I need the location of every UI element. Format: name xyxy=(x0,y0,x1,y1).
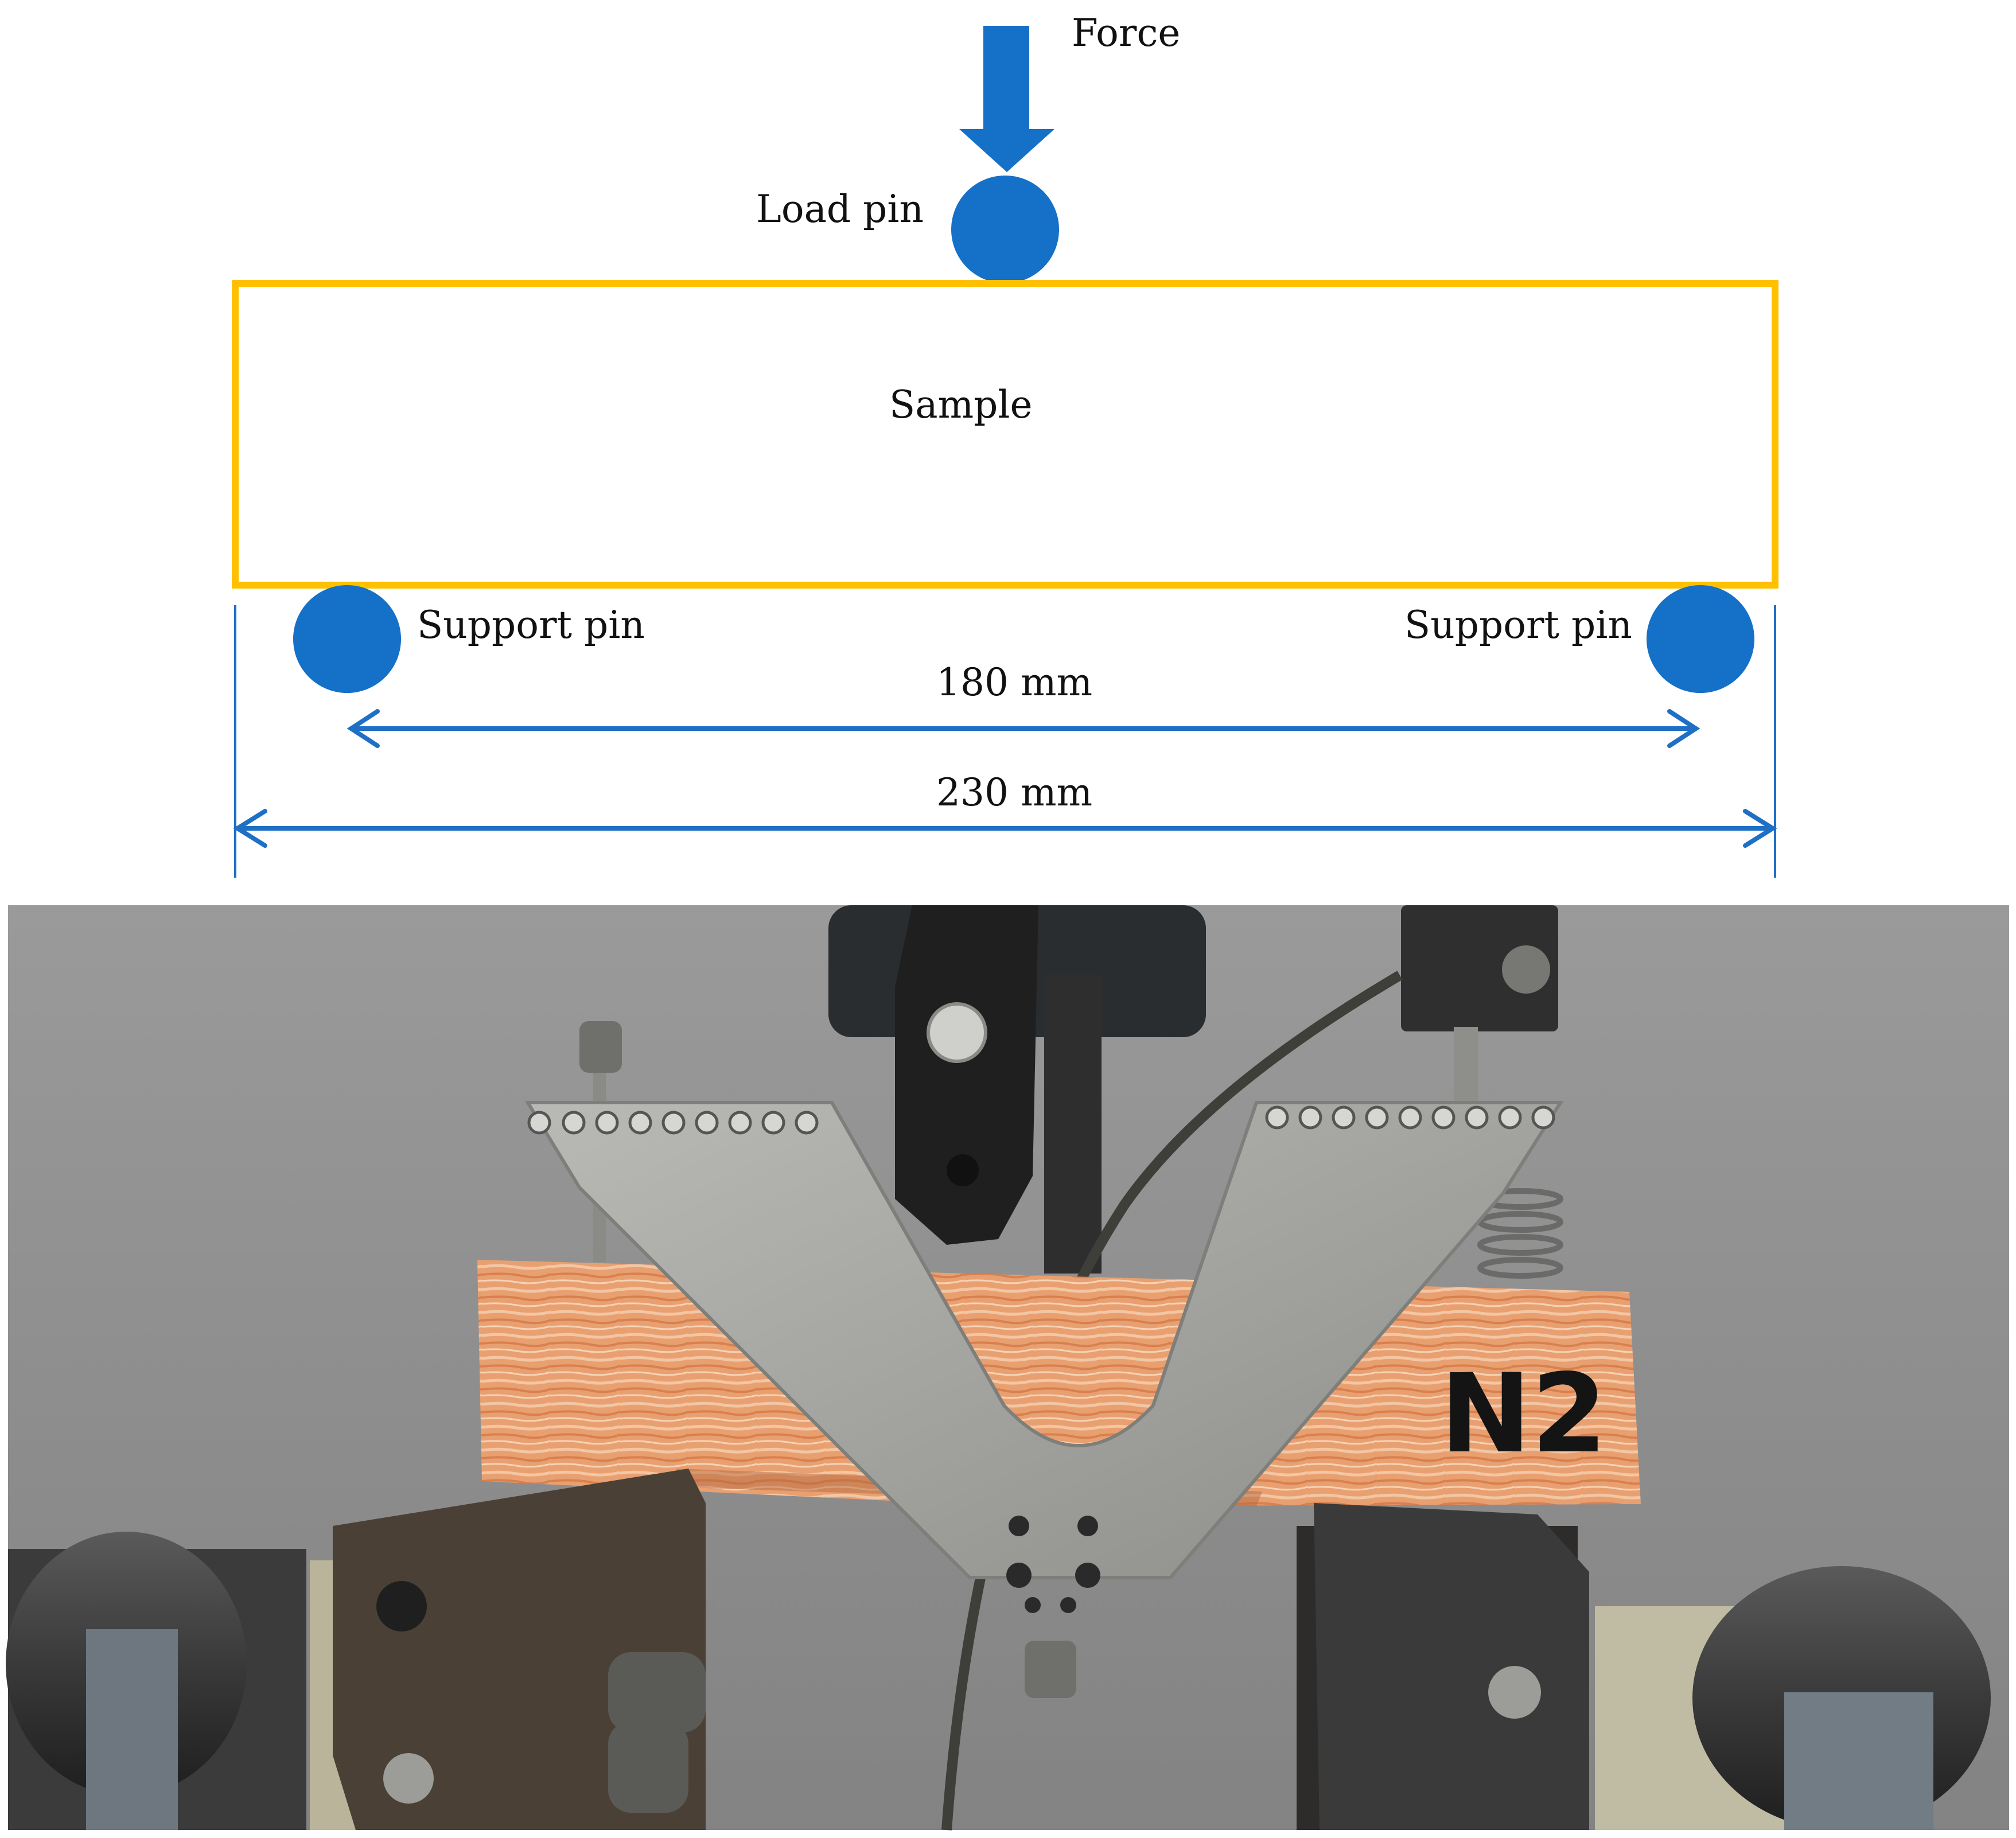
sensor-knob-icon xyxy=(1502,945,1550,994)
span-outer-dimension-icon xyxy=(233,809,1777,848)
sample-label: Sample xyxy=(889,383,1033,427)
test-setup-photo: N2 xyxy=(6,905,2009,1831)
bolt-icon xyxy=(927,1002,987,1063)
force-label: Force xyxy=(1072,11,1181,55)
adjustment-screw-left xyxy=(579,1021,622,1073)
support-pin-right-icon xyxy=(1647,585,1754,693)
v-plate-holes-left xyxy=(527,1111,819,1135)
support-pin-right-label: Support pin xyxy=(1404,603,1632,647)
force-arrow-icon xyxy=(959,26,1054,172)
v-plate-holes-bottom xyxy=(1006,1516,1100,1613)
support-pin-left-label: Support pin xyxy=(417,603,645,647)
span-inner-dimension-icon xyxy=(347,709,1700,748)
specimen-marking: N2 xyxy=(1440,1350,1607,1477)
load-nose-block xyxy=(895,905,1038,1245)
bottom-screw xyxy=(1025,1641,1076,1698)
span-inner-label: 180 mm xyxy=(936,660,1092,704)
span-outer-label: 230 mm xyxy=(936,770,1092,815)
right-support-assembly xyxy=(1297,1503,1991,1830)
sample-outline xyxy=(232,280,1778,589)
sensor-cable xyxy=(941,971,1403,1831)
schematic-diagram: Force Load pin Sample Support pin Suppor… xyxy=(232,11,1778,878)
v-plate-holes-right xyxy=(1265,1105,1555,1130)
support-pin-left-icon xyxy=(293,585,401,693)
load-pin-label: Load pin xyxy=(756,187,924,231)
load-nose-column xyxy=(1044,975,1102,1274)
left-support-assembly xyxy=(6,1469,706,1830)
load-pin-icon xyxy=(951,176,1059,283)
v-plate xyxy=(524,1101,1564,1579)
bolt-hole-icon xyxy=(947,1154,979,1186)
extensometer-sensor xyxy=(1401,905,1558,1031)
